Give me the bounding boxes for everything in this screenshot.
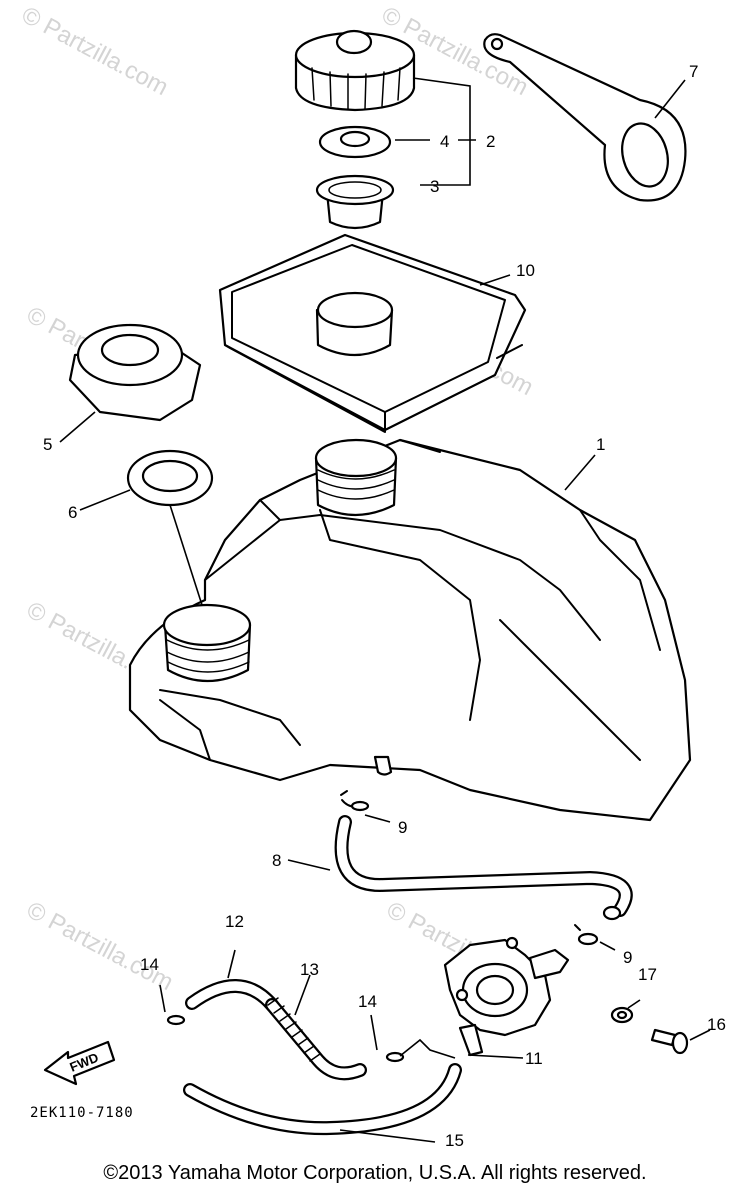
fuel-tank	[128, 438, 692, 822]
watermark: © Partzilla.com	[22, 896, 177, 996]
callout-15: 15	[445, 1131, 464, 1150]
callout-7: 7	[689, 62, 698, 81]
washer	[610, 1006, 634, 1024]
callout-12: 12	[225, 912, 244, 931]
callout-4: 4	[440, 132, 449, 151]
breather-hose	[185, 979, 279, 1012]
diagram-code: 2EK110-7180	[30, 1105, 134, 1121]
spring-hose	[265, 997, 367, 1081]
callout-3: 3	[430, 177, 439, 196]
callout-8: 8	[272, 851, 281, 870]
filler-nut	[68, 323, 202, 422]
cap-strainer	[315, 174, 395, 230]
copyright-notice: ©2013 Yamaha Motor Corporation, U.S.A. A…	[103, 1162, 647, 1184]
filler-seal	[126, 449, 214, 507]
cap-gasket	[318, 125, 392, 159]
watermark: © Partzilla.com	[17, 1, 172, 101]
hose-clip	[166, 1014, 405, 1063]
fuel-cock	[443, 936, 570, 1057]
callout-11: 11	[525, 1049, 543, 1068]
callout-2: 2	[486, 132, 495, 151]
leader-lines	[59, 77, 711, 1143]
callout-10: 10	[516, 261, 535, 280]
callout-1: 1	[596, 435, 605, 454]
callouts: 1 2 3 4 5 6 7 8 9 9 10 11 12 13 14 14 15…	[43, 62, 726, 1150]
callout-6: 6	[68, 503, 77, 522]
tank-tray	[218, 233, 527, 433]
callout-14: 14	[358, 992, 377, 1011]
fwd-arrow: FWD	[43, 1040, 116, 1086]
screw	[650, 1028, 689, 1055]
fuel-hose	[334, 815, 633, 921]
hose-clip	[340, 790, 599, 946]
callout-9: 9	[623, 948, 632, 967]
cap-strap	[483, 33, 687, 202]
drain-hose	[183, 1063, 462, 1136]
callout-13: 13	[300, 960, 319, 979]
callout-17: 17	[638, 965, 657, 984]
fuel-cap	[294, 29, 416, 112]
callout-9: 9	[398, 818, 407, 837]
callout-16: 16	[707, 1015, 726, 1034]
callout-5: 5	[43, 435, 52, 454]
callout-14: 14	[140, 955, 159, 974]
